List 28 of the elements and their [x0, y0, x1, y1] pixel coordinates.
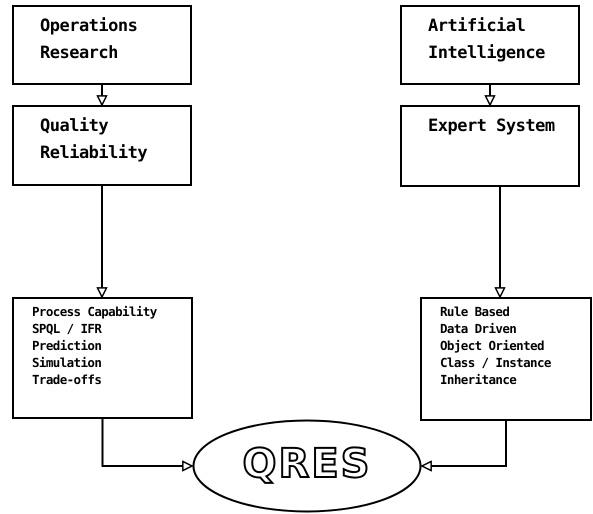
process-box: [12, 105, 192, 186]
node-label: Quality Reliability: [40, 115, 148, 165]
list-box: [12, 297, 193, 419]
arrow: [494, 187, 506, 298]
list-item: Class / Instance: [440, 354, 551, 371]
list-item: SPQL / IFR: [32, 320, 102, 337]
list-box: [420, 297, 592, 421]
list-item: Data Driven: [440, 320, 516, 337]
arrow: [484, 85, 496, 106]
process-box: [12, 5, 192, 85]
arrow: [96, 85, 108, 106]
list-item: Trade-offs: [32, 371, 102, 388]
list-item: Process Capability: [32, 303, 157, 320]
list-item: Simulation: [32, 354, 102, 371]
arrow: [102, 419, 193, 472]
process-box: [400, 5, 580, 85]
list-item: Inheritance: [440, 371, 516, 388]
node-label: Operations Research: [40, 15, 138, 65]
node-label: Artificial Intelligence: [428, 15, 546, 65]
arrow: [96, 186, 108, 298]
process-box: [400, 105, 580, 187]
node-label: Expert System: [428, 115, 556, 138]
arrow: [421, 421, 507, 472]
node-label: QRES: [242, 441, 372, 487]
list-item: Prediction: [32, 337, 102, 354]
list-item: Object Oriented: [440, 337, 544, 354]
list-item: Rule Based: [440, 303, 510, 320]
ellipse-node: [192, 419, 422, 513]
